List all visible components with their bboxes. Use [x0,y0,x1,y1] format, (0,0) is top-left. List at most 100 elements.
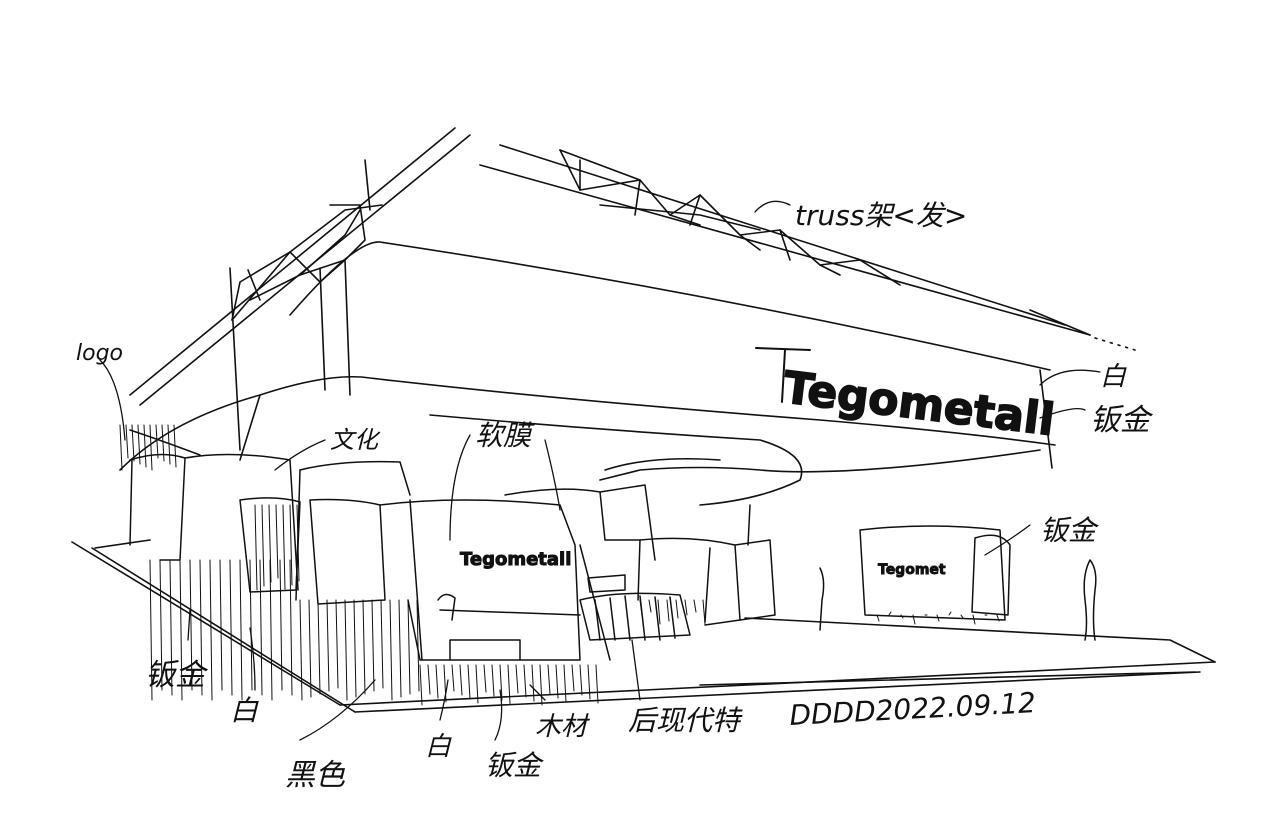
hatch-stroke [407,599,411,695]
hatch-stroke [595,664,599,704]
hatch-stroke [515,664,519,694]
hatch-stroke [416,599,420,692]
hatch-stroke [275,504,279,579]
annotation-mucai: 木材 [535,712,590,742]
hatch-stroke [308,599,312,698]
hatch-stroke [684,599,688,616]
hatch-stroke [269,559,273,701]
annotation-logo: logo [76,341,123,366]
leader-lines [99,200,1101,741]
hatch-stroke [362,599,366,695]
hatch-stroke [523,664,527,698]
annotation-houxian: 后现代特 [628,704,743,737]
annotation-bai-right: 白 [1100,362,1127,392]
hatch-stroke [289,504,293,586]
hatch-stroke [229,559,233,696]
hatch-stroke [507,664,511,705]
hatch-stroke [555,664,559,699]
hatch-stroke [380,599,384,689]
hatch-stroke [326,599,330,692]
hatch-stroke [137,424,141,465]
header-brand-text: Tegometall [781,362,1058,446]
hatch-stroke [483,664,487,693]
floor-platform [71,539,1216,713]
hatch-stroke [161,424,165,462]
hatch-stroke [259,559,263,696]
hatch-stroke [371,599,375,692]
hatch-stroke [531,664,535,702]
hatch-stroke [936,614,940,622]
hatch-stroke [398,599,402,698]
hatch-stroke [451,664,455,692]
annotation-ruanmo: 软膜 [475,419,535,452]
hatch-stroke [239,559,243,701]
hatch-stroke [587,664,591,700]
hatch-stroke [149,559,153,701]
hatch-stroke [169,559,173,696]
header-ring [119,241,1056,506]
hatch-stroke [693,599,697,613]
hatch-stroke [155,424,159,459]
hatch-stroke [539,664,543,706]
annotation-heise: 黑色 [285,758,346,793]
annotation-banjin-bottom: 钣金 [485,749,544,782]
hatch-stroke [675,599,679,619]
hatch-stroke [657,599,661,625]
hatch-stroke [639,599,643,616]
hatch-stroke [467,664,471,700]
hatch-stroke [209,559,213,701]
hatch-stroke [996,614,1000,622]
hatch-stroke [702,599,706,625]
header-brand-sign: Tegometall [755,347,1058,447]
hatch-stroke [353,599,357,698]
hatch-stroke [888,611,892,616]
hatch-stroke [427,664,431,695]
annotation-banjin-right2: 钣金 [1040,514,1099,547]
hatch-stroke [435,664,439,699]
hatch-stroke [289,559,293,696]
annotation-truss: truss架<发> [795,199,967,232]
hatch-stroke [149,424,153,471]
hatch-stroke [189,559,193,691]
annotation-banjin-left: 钣金 [145,658,209,693]
annotation-banjin-right: 钣金 [1090,403,1154,438]
hatch-stroke [125,424,129,459]
hatch-stroke [960,614,964,619]
hatch-stroke [648,599,652,613]
annotation-bai-left: 白 [230,694,259,727]
hatch-stroke [459,664,463,696]
hatch-stroke [335,599,339,689]
truss-frame [129,127,1136,406]
hatch-stroke [279,559,283,691]
wall-brand-text: Tegomet [878,562,946,578]
hatch-stroke [199,559,203,696]
hatch-stroke [912,614,916,625]
hatch-stroke [131,424,135,462]
hatch-stroke [344,599,348,701]
hatch-stroke [296,504,300,582]
hatch-stroke [666,599,670,622]
hatch-stroke [143,424,147,468]
hatch-stroke [491,664,495,697]
hatch-stroke [299,599,303,701]
hatch-stroke [219,559,223,691]
hatch-stroke [571,664,575,692]
hatch-stroke [167,424,171,465]
hatch-stroke [876,614,880,622]
annotation-signature: DDDD2022.09.12 [789,686,1037,732]
hatch-stroke [579,664,583,696]
hatch-stroke [173,424,177,468]
hatch-stroke [972,614,976,625]
hatch-stroke [282,504,286,590]
hatch-stroke [261,504,265,587]
hatch-stroke [475,664,479,704]
hatch-stroke [389,599,393,701]
hatch-stroke [268,504,272,583]
hatch-stroke [179,559,183,701]
hatch-stroke [900,614,904,619]
hatch-stroke [948,611,952,616]
hatching [119,424,1000,706]
hatch-stroke [563,664,567,703]
